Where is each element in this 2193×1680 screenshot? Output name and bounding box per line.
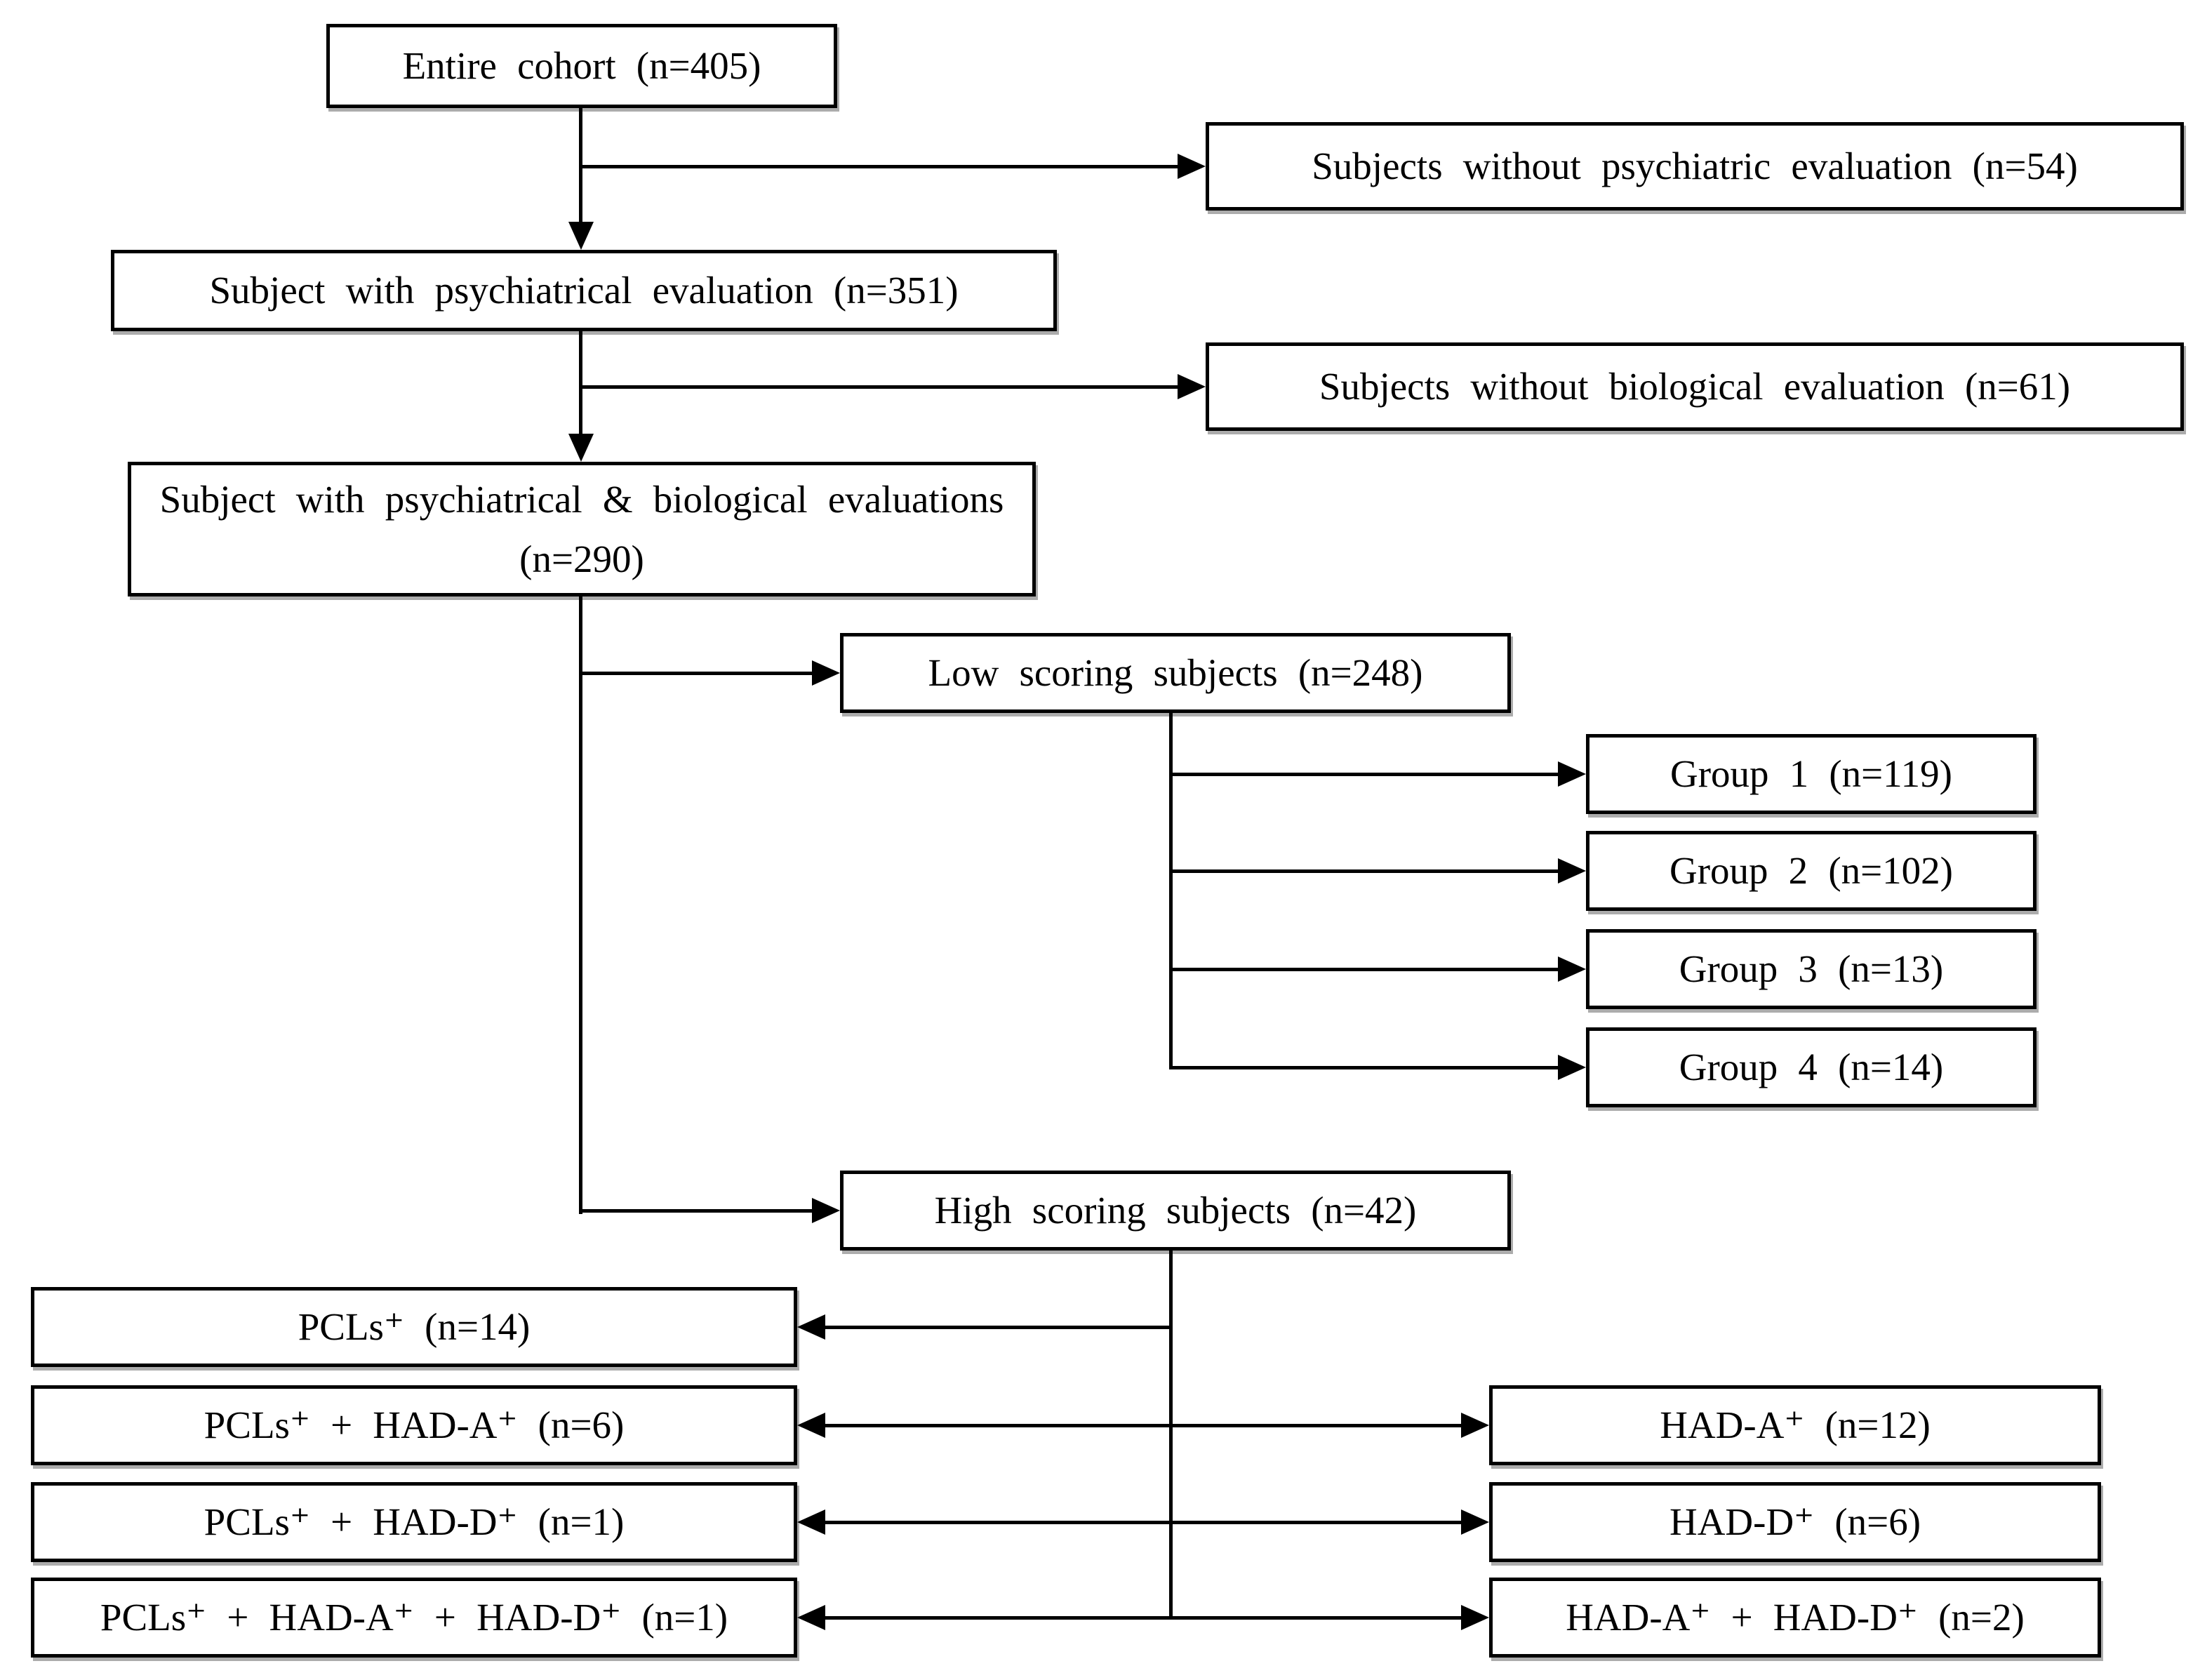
- connector-low-scoring-vertical: [1169, 713, 1173, 1069]
- arrowhead-into-pcls: [797, 1314, 825, 1340]
- connector-high-scoring-vertical: [1169, 1251, 1173, 1620]
- node-subjects-without-psychiatric-evaluation: Subjects without psychiatric evaluation …: [1206, 122, 2184, 211]
- connector-branch-pcls-hadd-and-hadd: [825, 1521, 1462, 1524]
- connector-branch-pcls-hada-and-hada: [825, 1424, 1462, 1427]
- connector-branch-group4: [1169, 1066, 1559, 1069]
- node-group-2: Group 2 (n=102): [1586, 831, 2037, 911]
- connector-branch-pcls-hada-hadd-and-hada-hadd: [825, 1616, 1462, 1620]
- arrowhead-into-hada: [1461, 1413, 1489, 1438]
- connector-psychbio-down-vertical: [579, 596, 582, 1214]
- node-pcls-hada-hadd-positive: PCLs⁺ + HAD-A⁺ + HAD-D⁺ (n=1): [31, 1578, 797, 1658]
- node-high-scoring-subjects: High scoring subjects (n=42): [840, 1171, 1511, 1251]
- node-hadd-positive: HAD-D⁺ (n=6): [1489, 1482, 2101, 1562]
- connector-branch-group3: [1169, 968, 1559, 971]
- arrowhead-into-pcls-hada: [797, 1413, 825, 1438]
- connector-branch-low-scoring: [579, 672, 813, 675]
- node-group-4: Group 4 (n=14): [1586, 1027, 2037, 1107]
- arrowhead-into-group2: [1558, 858, 1586, 884]
- arrowhead-into-hadd: [1461, 1509, 1489, 1535]
- node-pcls-hada-positive: PCLs⁺ + HAD-A⁺ (n=6): [31, 1385, 797, 1465]
- arrowhead-into-group3: [1558, 956, 1586, 982]
- node-subjects-without-biological-evaluation: Subjects without biological evaluation (…: [1206, 342, 2184, 431]
- node-hada-positive: HAD-A⁺ (n=12): [1489, 1385, 2101, 1465]
- connector-branch-group2: [1169, 869, 1559, 873]
- arrowhead-into-psychbio: [568, 434, 594, 462]
- connector-branch-without-bio: [579, 385, 1179, 389]
- arrowhead-into-without-bio: [1178, 374, 1206, 399]
- arrowhead-into-group4: [1558, 1055, 1586, 1080]
- arrowhead-into-pcls-hada-hadd: [797, 1605, 825, 1630]
- connector-branch-pcls: [825, 1326, 1172, 1329]
- arrowhead-into-without-psych: [1178, 154, 1206, 179]
- arrowhead-into-group1: [1558, 761, 1586, 787]
- node-pcls-hadd-positive: PCLs⁺ + HAD-D⁺ (n=1): [31, 1482, 797, 1562]
- node-group-1: Group 1 (n=119): [1586, 734, 2037, 814]
- connector-branch-group1: [1169, 773, 1559, 776]
- node-pcls-positive: PCLs⁺ (n=14): [31, 1287, 797, 1367]
- connector-branch-high-scoring: [579, 1209, 813, 1213]
- node-group-3: Group 3 (n=13): [1586, 929, 2037, 1009]
- node-entire-cohort: Entire cohort (n=405): [326, 24, 837, 108]
- arrowhead-into-low-scoring: [812, 660, 840, 686]
- arrowhead-into-pcls-hadd: [797, 1509, 825, 1535]
- node-subject-with-psychiatrical-and-biological-evaluations: Subject with psychiatrical & biological …: [128, 462, 1036, 596]
- node-subject-with-psychiatrical-evaluation: Subject with psychiatrical evaluation (n…: [111, 250, 1057, 331]
- connector-branch-without-psych: [579, 165, 1179, 168]
- arrowhead-into-high-scoring: [812, 1198, 840, 1223]
- arrowhead-into-hada-hadd: [1461, 1605, 1489, 1630]
- arrowhead-into-withpsych: [568, 222, 594, 250]
- node-hada-hadd-positive: HAD-A⁺ + HAD-D⁺ (n=2): [1489, 1578, 2101, 1658]
- node-low-scoring-subjects: Low scoring subjects (n=248): [840, 633, 1511, 713]
- connector-withpsych-to-psychbio-vertical: [579, 331, 582, 435]
